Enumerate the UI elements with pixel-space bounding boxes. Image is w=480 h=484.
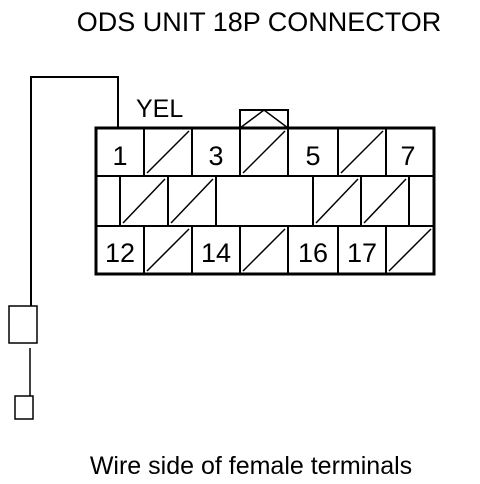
wire-color-label: YEL bbox=[136, 95, 183, 123]
terminal-14: 14 bbox=[191, 225, 241, 275]
terminal-number: 7 bbox=[400, 141, 415, 171]
terminal-number: 16 bbox=[298, 238, 328, 268]
terminal-number: 5 bbox=[305, 141, 320, 171]
terminal-12: 12 bbox=[95, 225, 145, 275]
terminal-16: 16 bbox=[287, 225, 339, 275]
probe-upper bbox=[8, 305, 38, 344]
terminal-row-3: 12 14 16 17 bbox=[95, 225, 435, 275]
connector-lock-tab bbox=[239, 109, 289, 129]
probe-lower bbox=[14, 395, 34, 420]
test-wire bbox=[30, 76, 119, 306]
terminal-17: 17 bbox=[337, 225, 387, 275]
diagram-title: ODS UNIT 18P CONNECTOR bbox=[77, 7, 442, 37]
lock-tab-mark bbox=[239, 109, 289, 129]
terminal-number: 17 bbox=[347, 238, 377, 268]
connector-housing bbox=[94, 126, 436, 276]
terminal-number: 14 bbox=[201, 238, 231, 268]
terminal-number: 3 bbox=[208, 141, 223, 171]
diagram-caption: Wire side of female terminals bbox=[90, 452, 412, 480]
terminal-18-unused bbox=[385, 225, 435, 275]
terminal-number: 12 bbox=[105, 238, 135, 268]
terminal-number: 1 bbox=[112, 141, 127, 171]
